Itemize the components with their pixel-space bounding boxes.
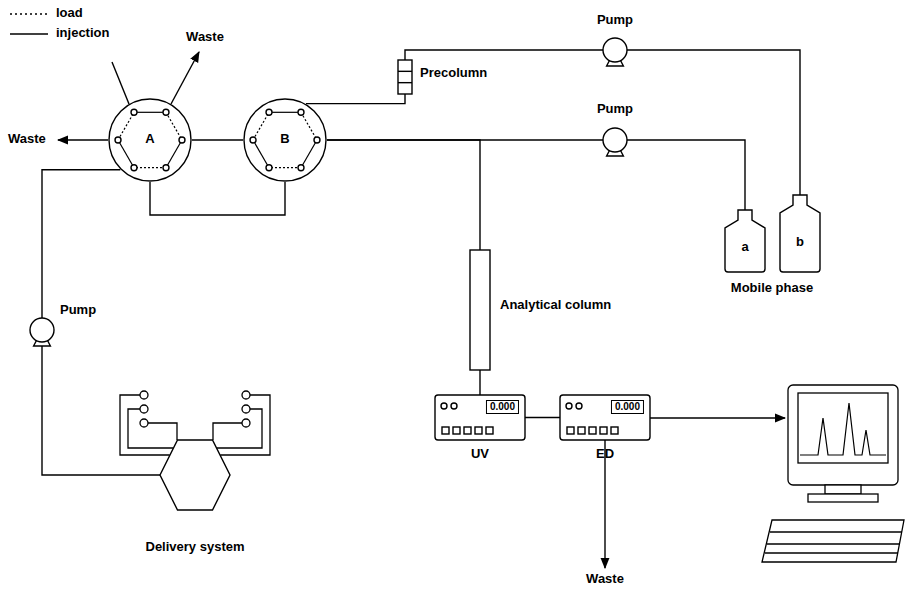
tubing-line: [306, 94, 405, 104]
node-outline: [109, 99, 191, 181]
node-outline: [244, 99, 326, 181]
detector-box: 0.000ED: [560, 395, 650, 440]
tubing-line: [627, 140, 745, 210]
tubing-line: [405, 50, 603, 60]
analytical-column-shape: [470, 250, 490, 370]
pump-symbol-shape: [30, 318, 54, 342]
switching-valve: A: [108, 98, 192, 182]
pump-symbol: Pump: [603, 38, 627, 62]
display-reading: 0.000: [486, 400, 519, 414]
node-outline: [725, 210, 765, 272]
analytical-column: Analytical column: [470, 250, 490, 370]
switching-valve: B: [243, 98, 327, 182]
waste-arrow: [171, 52, 199, 104]
outlet-label: Waste: [8, 132, 46, 147]
precolumn: Precolumn: [398, 60, 412, 94]
component-label: Pump: [597, 13, 633, 28]
tubing-line: [192, 139, 243, 140]
legend-text: injection: [56, 26, 109, 41]
tubing-line: [327, 140, 480, 250]
solvent-bottle-shape: [780, 195, 820, 272]
legend-sample: [10, 13, 48, 15]
bottle-letter: b: [796, 235, 804, 250]
delivery-system: Delivery system: [160, 440, 230, 510]
node-outline: [560, 395, 650, 440]
node-outline: [398, 60, 412, 94]
solvent-bottle: a: [725, 210, 765, 272]
detector-label: UV: [471, 447, 489, 462]
outlet-label: Waste: [586, 572, 624, 587]
valve-letter: B: [280, 132, 289, 147]
computer-icon: [762, 385, 904, 562]
node-outline: [603, 38, 627, 66]
tubing-line: [42, 170, 120, 318]
component-label: Pump: [597, 102, 633, 117]
pump-symbol-shape: [603, 38, 627, 62]
group-label: Mobile phase: [731, 281, 813, 296]
bottle-letter: a: [741, 240, 748, 255]
component-label: Delivery system: [145, 540, 244, 555]
tubing-line: [42, 342, 160, 475]
tubing-line: [479, 370, 480, 395]
legend-sample: [10, 33, 48, 35]
node-outline: [160, 440, 230, 510]
tubing-line: [627, 50, 800, 195]
pump-symbol: Pump: [603, 128, 627, 152]
precolumn-shape: [398, 60, 412, 94]
detector-label: ED: [596, 447, 614, 462]
inlet-line: [112, 62, 129, 104]
delivery-system-shape: [160, 440, 230, 510]
tubing-line: [150, 182, 285, 215]
solvent-bottle: b: [780, 195, 820, 272]
node-outline: [435, 395, 525, 440]
node-outline: [30, 318, 54, 346]
signal-arrow: [650, 417, 785, 418]
valve-letter: A: [145, 132, 154, 147]
component-label: Precolumn: [420, 66, 487, 81]
node-outline: [470, 250, 490, 370]
pump-symbol: Pump: [30, 318, 54, 342]
component-label: Pump: [60, 303, 96, 318]
tubing-line: [525, 417, 560, 418]
display-reading: 0.000: [611, 400, 644, 414]
outlet-label: Waste: [186, 30, 224, 45]
component-label: Analytical column: [500, 298, 611, 313]
pump-symbol-shape: [603, 128, 627, 152]
legend-samples: [10, 14, 48, 34]
node-outline: [603, 128, 627, 156]
waste-arrow: [58, 139, 108, 140]
detector-box: 0.000UV: [435, 395, 525, 440]
legend-text: load: [56, 6, 83, 21]
node-outline: [780, 195, 820, 272]
